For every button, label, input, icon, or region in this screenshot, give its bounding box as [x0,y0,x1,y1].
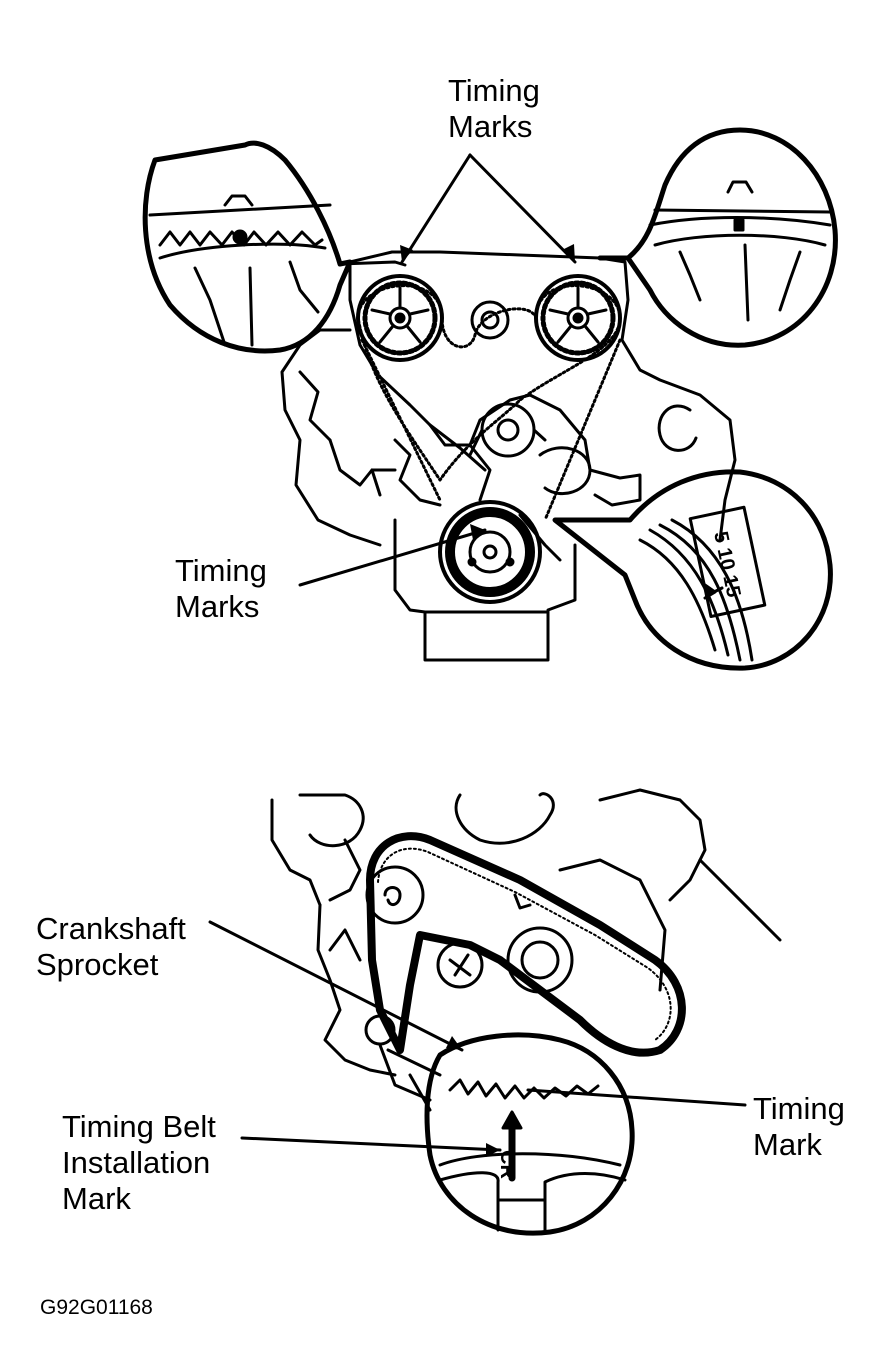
crank-pulley-mark-inset [555,472,830,668]
crank-sprocket-inset [427,1035,632,1233]
top-arrowheads [400,244,575,540]
left-cam-pulley [358,276,442,360]
timing-belt-installation-mark-label: Timing Belt Installation Mark [62,1109,216,1216]
timing-mark-label: Timing Mark [753,1091,845,1162]
cr-mark-text: CR [496,1150,518,1179]
bottom-timing-belt [370,836,682,1052]
bottom-engine-outline [272,790,780,1110]
bottom-arrowheads [446,1036,500,1157]
crank-timing-marks-label: Timing Marks [175,553,267,624]
crank-inset-connector [380,1045,440,1100]
left-cam-mark-inset [145,143,405,351]
crankshaft-sprocket-label: Crankshaft Sprocket [36,911,186,982]
bottom-leader-lines [210,922,745,1150]
figure-code: G92G01168 [40,1296,153,1319]
top-engine-outline [282,252,735,660]
crankshaft-pulley [440,502,540,602]
top-leader-lines [300,155,575,585]
top-timing-belt [358,286,620,520]
right-cam-mark-inset [600,130,835,345]
top-timing-marks-label: Timing Marks [448,73,540,144]
right-cam-pulley [536,276,620,360]
idler-pulley [472,302,508,338]
